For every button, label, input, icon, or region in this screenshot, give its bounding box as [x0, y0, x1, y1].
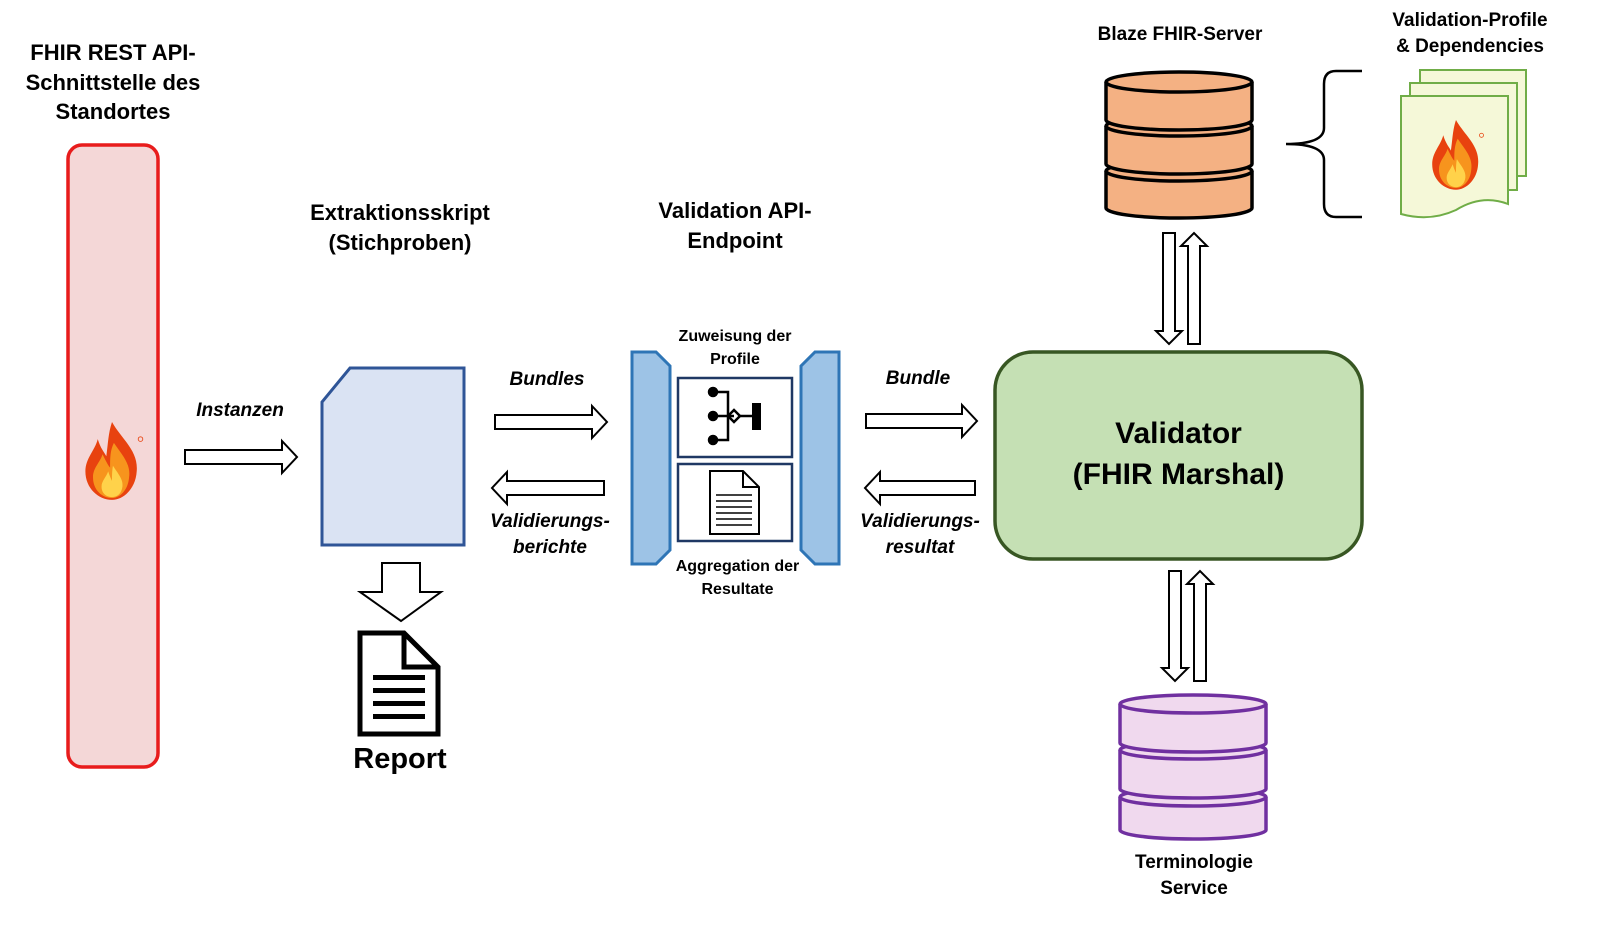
aggregate-label-line: Aggregation der — [675, 558, 800, 575]
edge-label-line: berichte — [513, 536, 587, 558]
edge-label-line: Validierungs- — [860, 511, 980, 532]
endpoint-title-line: Endpoint — [687, 227, 783, 253]
arrow-instanzen — [184, 438, 299, 476]
terminology-title-line: Service — [1160, 877, 1228, 899]
endpoint-left-bracket — [630, 350, 672, 566]
arrow-bundles — [494, 403, 609, 441]
edge-label-validierungsberichte: Validierungs- berichte — [470, 509, 630, 560]
aggregate-label: Aggregation der Resultate — [655, 555, 820, 601]
curly-brace — [1285, 69, 1362, 219]
assign-label-line: Profile — [710, 351, 760, 369]
terminology-title-line: Terminologie — [1135, 852, 1253, 873]
script-title: Extraktionsskript (Stichproben) — [280, 198, 520, 257]
report-title: Report — [320, 740, 480, 779]
assign-label-line: Zuweisung der — [678, 328, 792, 345]
arrow-blaze-to-validator — [1153, 232, 1185, 346]
terminology-database-icon — [1118, 693, 1268, 841]
edge-label-text: Bundles — [509, 369, 585, 390]
edge-label-validierungsresultat: Validierungs- resultat — [840, 509, 1000, 560]
script-title-line: (Stichproben) — [328, 229, 472, 255]
arrow-validierungsresultat — [863, 469, 976, 507]
validator-title-line: Validator — [1115, 417, 1242, 450]
endpoint-right-bracket — [799, 350, 841, 566]
script-title-line: Extraktionsskript — [310, 200, 490, 225]
fhir-api-title: FHIR REST API- Schnittstelle des Standor… — [0, 38, 226, 127]
blaze-title-text: Blaze FHIR-Server — [1097, 24, 1263, 45]
blaze-title: Blaze FHIR-Server — [1070, 22, 1290, 48]
arrow-validator-to-terminology — [1159, 570, 1191, 683]
edge-label-instanzen: Instanzen — [180, 398, 300, 424]
edge-label-line: resultat — [885, 536, 955, 558]
script-card — [320, 366, 466, 547]
arrow-validierungsberichte — [490, 469, 605, 507]
assign-label: Zuweisung der Profile — [655, 325, 815, 371]
edge-label-bundles: Bundles — [487, 367, 607, 393]
assign-box — [676, 376, 794, 459]
edge-label-bundle: Bundle — [858, 366, 978, 392]
fhir-api-title-line: Schnittstelle des — [25, 69, 201, 95]
fhir-api-title-line: FHIR REST API- — [30, 40, 196, 65]
terminology-title: Terminologie Service — [1094, 850, 1294, 901]
report-document-icon — [357, 630, 441, 737]
profiles-title: Validation-Profile & Dependencies — [1370, 8, 1570, 59]
endpoint-title-line: Validation API- — [658, 198, 812, 223]
validator-title-line: (FHIR Marshal) — [1072, 458, 1285, 492]
profiles-title-line: & Dependencies — [1396, 35, 1544, 57]
arrow-validator-to-blaze — [1178, 231, 1210, 345]
edge-label-text: Instanzen — [196, 400, 284, 421]
edge-label-text: Bundle — [885, 368, 951, 389]
report-title-text: Report — [353, 743, 447, 775]
routing-icon — [707, 386, 761, 446]
profiles-title-line: Validation-Profile — [1392, 10, 1548, 31]
arrow-to-report — [356, 562, 445, 623]
endpoint-title: Validation API- Endpoint — [620, 196, 850, 255]
aggregate-label-line: Resultate — [701, 581, 774, 599]
blaze-database-icon — [1104, 70, 1254, 220]
validator-title: Validator (FHIR Marshal) — [995, 413, 1362, 496]
fhir-api-title-line: Standortes — [55, 99, 171, 125]
validator-box — [993, 350, 1364, 561]
aggregate-document-icon — [709, 470, 760, 535]
arrow-bundle — [865, 402, 979, 440]
edge-label-line: Validierungs- — [490, 511, 610, 532]
arrow-terminology-to-validator — [1184, 569, 1216, 682]
